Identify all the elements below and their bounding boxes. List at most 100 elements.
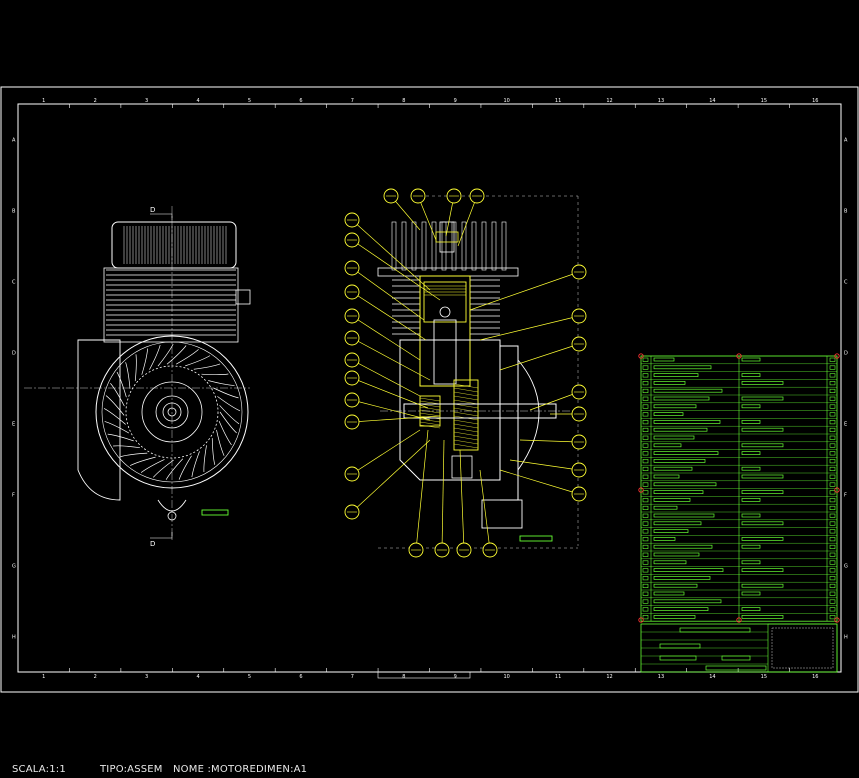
bom-item-number	[642, 607, 649, 612]
leader-line	[509, 459, 580, 471]
view-tag	[201, 509, 229, 516]
bom-qty	[829, 505, 836, 511]
grid-letter-left: D	[12, 351, 16, 357]
bom-item-number	[642, 544, 649, 550]
bom-cell-text	[653, 552, 700, 557]
table-marker	[638, 353, 644, 359]
grid-number-top: 2	[94, 98, 97, 104]
bom-cell-text	[741, 427, 784, 432]
spark-plug	[439, 221, 455, 253]
fan-blade	[165, 458, 184, 480]
fan-blade	[107, 433, 134, 442]
bom-item-number	[642, 583, 649, 589]
fan-blade	[141, 348, 148, 375]
fan-blade	[105, 395, 125, 416]
piston	[423, 281, 467, 323]
head-fin	[501, 221, 507, 271]
fan-blade	[176, 349, 199, 365]
fan-blade	[140, 459, 165, 473]
drain-plug	[451, 455, 473, 479]
bom-cell-text	[741, 373, 761, 377]
hatch	[419, 397, 441, 402]
hatch	[453, 423, 479, 429]
bom-cell-text	[653, 427, 708, 432]
title-block	[640, 623, 838, 673]
grid-number-bottom: 8	[402, 674, 405, 680]
leader-line	[457, 195, 478, 247]
hatch	[453, 419, 479, 425]
bom-cell-text	[653, 568, 724, 572]
fan-blade	[125, 362, 131, 389]
view-tag	[519, 535, 553, 542]
grid-letter-right: C	[844, 280, 848, 286]
hatch	[419, 418, 441, 423]
crank-web	[453, 379, 479, 451]
crankcase	[399, 339, 501, 481]
grid-letter-right: G	[844, 564, 848, 570]
bom-cell-text	[653, 381, 686, 385]
bom-cell-text	[741, 544, 761, 549]
bom-qty	[829, 544, 836, 550]
bom-cell-text	[653, 583, 698, 588]
table-marker	[834, 353, 840, 359]
bom-item-number	[642, 560, 649, 565]
grid-number-top: 15	[761, 98, 767, 104]
leader-line	[351, 377, 429, 409]
bom-cell-text	[653, 373, 699, 377]
wrist-pin	[439, 306, 451, 318]
grid-number-top: 9	[454, 98, 457, 104]
bom-cell-text	[653, 396, 710, 401]
fan-blade	[157, 343, 174, 367]
bom-item-number	[642, 537, 649, 542]
leader-line	[351, 219, 431, 291]
bom-qty	[829, 365, 836, 370]
outer-border	[0, 86, 859, 693]
grid-letter-left: B	[12, 209, 16, 215]
fan-blade	[216, 429, 225, 456]
grid-letter-left: A	[12, 138, 16, 144]
bom-cell-text	[741, 490, 784, 494]
bom-cell-text	[653, 591, 685, 596]
bom-item-number	[642, 435, 649, 440]
bom-cell-text	[741, 615, 784, 619]
leader-line	[351, 267, 425, 321]
fan-blade	[113, 445, 140, 449]
fan-blade	[110, 383, 125, 407]
fan-blade	[217, 396, 241, 412]
name-label: NOME :MOTOREDIMEN:A1	[173, 764, 308, 775]
bom-cell-text	[741, 568, 784, 572]
grid-letter-left: F	[12, 493, 15, 499]
leader-line	[479, 315, 580, 341]
grid-number-bottom: 9	[454, 674, 457, 680]
hatch	[453, 427, 479, 433]
fan-blade	[129, 456, 156, 466]
grid-number-bottom: 13	[658, 674, 664, 680]
grid-number-top: 12	[606, 98, 612, 104]
fan-blade	[201, 373, 229, 376]
engine-assembly-drawing[interactable]: 1122334455667788991010111112121313141415…	[0, 0, 859, 760]
grid-letter-right: H	[844, 635, 848, 641]
bom-cell-text	[741, 466, 761, 471]
bom-item-number	[642, 459, 649, 464]
bom-cell-text	[653, 435, 695, 440]
bom-cell-text	[653, 537, 676, 541]
table-marker	[638, 487, 644, 493]
bom-cell-text	[741, 498, 761, 502]
scale-label: SCALA:1:1	[12, 764, 66, 775]
grid-number-bottom: 4	[196, 674, 199, 680]
grid-number-bottom: 7	[351, 674, 354, 680]
bom-item-number	[642, 396, 649, 401]
bom-qty	[829, 591, 836, 596]
scale-bar	[377, 671, 471, 679]
grid-number-bottom: 3	[145, 674, 148, 680]
bom-qty	[829, 466, 836, 472]
type-label: TIPO:ASSEM	[100, 764, 163, 775]
bom-item-number	[642, 498, 649, 503]
bom-cell-text	[741, 451, 761, 455]
bom-cell-text	[741, 420, 761, 424]
bom-cell-text	[653, 498, 691, 502]
bom-item-number	[642, 576, 649, 581]
leader-line	[519, 439, 580, 443]
grid-number-bottom: 6	[299, 674, 302, 680]
